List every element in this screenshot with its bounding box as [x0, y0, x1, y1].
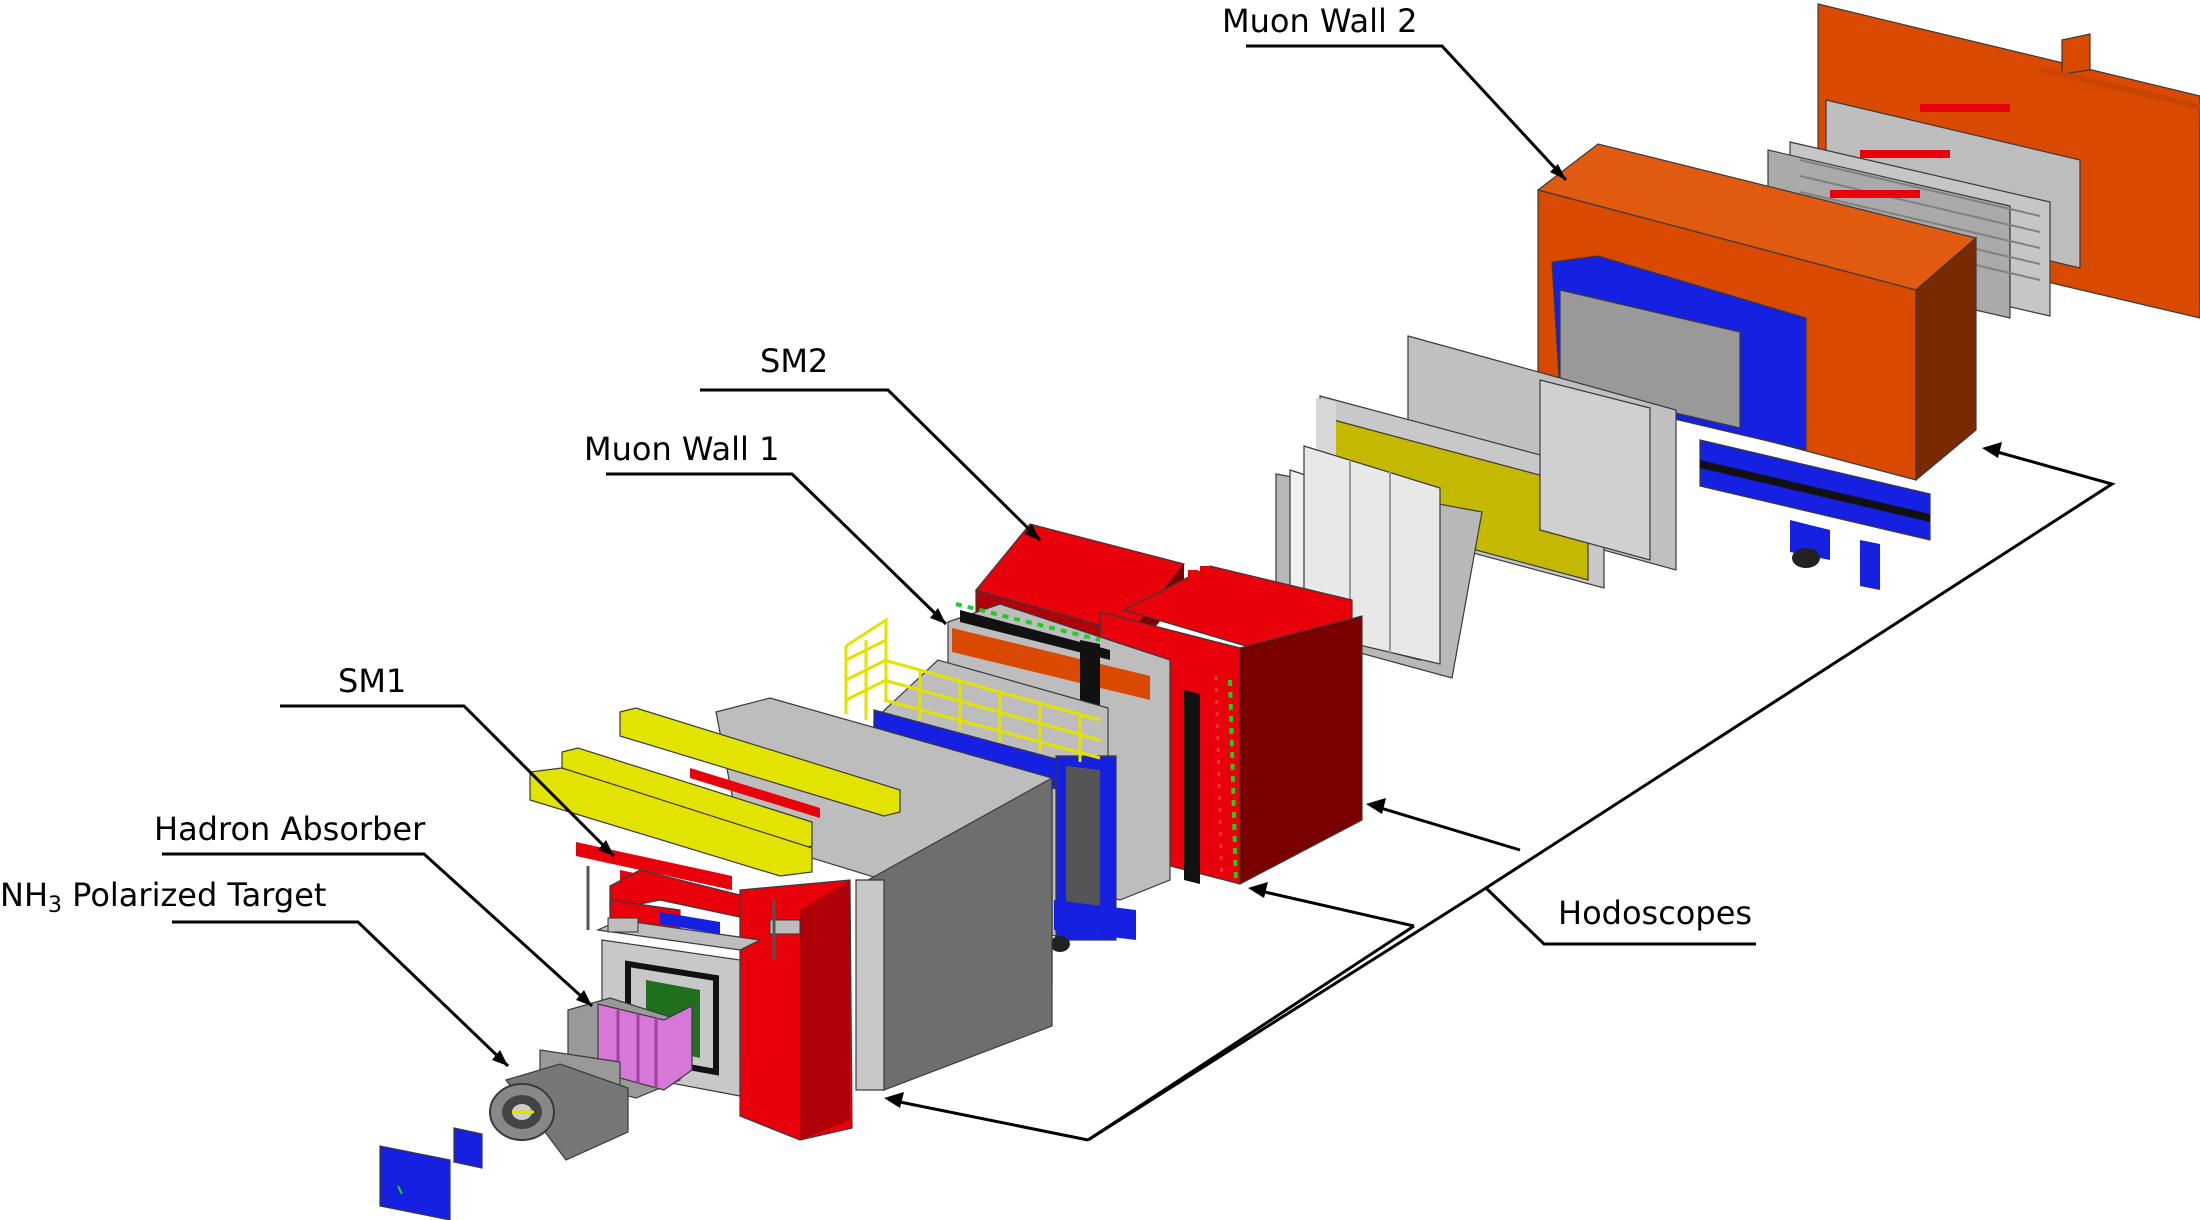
label-sm2: SM2 — [700, 342, 1042, 542]
label-hadron-absorber: Hadron Absorber — [154, 810, 594, 1008]
label-sm2-text: SM2 — [760, 342, 828, 380]
label-muon-wall-1-text: Muon Wall 1 — [584, 430, 779, 468]
label-target-subscript: 3 — [48, 893, 62, 918]
label-target-text: NH3 Polarized Target — [0, 876, 326, 918]
polarized-target — [489, 997, 693, 1161]
label-sm1-text: SM1 — [338, 662, 406, 700]
label-hodoscopes: Hodoscopes — [884, 442, 2116, 1142]
upstream-beam-counters — [379, 1127, 483, 1220]
hadron-absorber-block — [715, 697, 1053, 1091]
label-muon-wall-2: Muon Wall 2 — [1222, 2, 1568, 182]
label-hodoscopes-text: Hodoscopes — [1558, 894, 1752, 932]
label-target-prefix: NH — [0, 876, 48, 914]
label-muon-wall-2-text: Muon Wall 2 — [1222, 2, 1417, 40]
label-muon-wall-1: Muon Wall 1 — [584, 430, 948, 626]
label-target-suffix: Polarized Target — [62, 876, 326, 914]
sm1-magnet — [529, 707, 901, 1141]
label-sm1: SM1 — [280, 662, 616, 858]
label-target: NH3 Polarized Target — [0, 876, 510, 1068]
green-hodoscope-strips — [955, 602, 1238, 885]
label-hadron-absorber-text: Hadron Absorber — [154, 810, 426, 848]
yellow-railing — [844, 617, 1101, 762]
